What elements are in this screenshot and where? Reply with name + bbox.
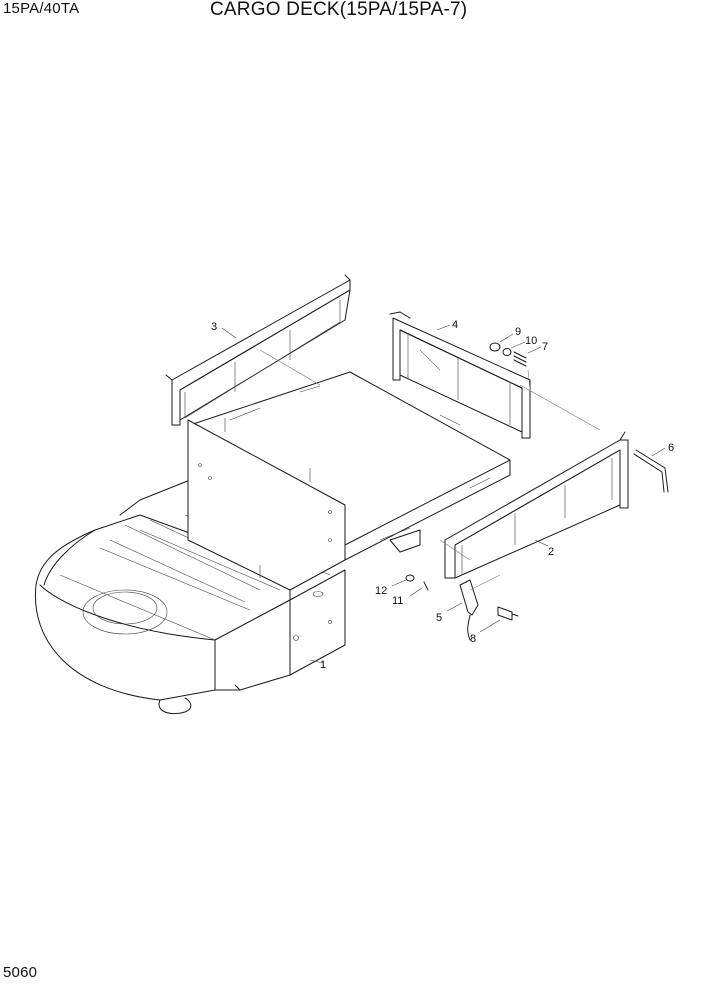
side-rail-3 <box>165 274 351 426</box>
callout-12: 12 <box>375 585 387 597</box>
callout-2: 2 <box>548 546 554 558</box>
callout-3: 3 <box>211 321 217 333</box>
callout-8: 8 <box>470 633 476 645</box>
side-rail-2 <box>444 431 629 579</box>
base-frame <box>34 479 346 714</box>
callout-10: 10 <box>525 335 537 347</box>
callout-6: 6 <box>668 442 674 454</box>
callout-9: 9 <box>515 326 521 338</box>
callout-1: 1 <box>320 659 326 671</box>
callout-7: 7 <box>542 341 548 353</box>
callouts: 1 2 3 4 5 6 7 8 9 10 11 12 <box>211 319 674 671</box>
deck-plate <box>187 371 511 591</box>
model-code: 15PA/40TA <box>3 0 80 17</box>
hardware <box>405 342 669 641</box>
page-number: 5060 <box>3 964 38 981</box>
side-rail-4 <box>389 311 531 439</box>
assembly-guides <box>259 349 601 591</box>
callout-11: 11 <box>392 595 403 607</box>
callout-4: 4 <box>452 319 458 331</box>
page-title: CARGO DECK(15PA/15PA-7) <box>210 0 468 20</box>
callout-5: 5 <box>436 612 442 624</box>
